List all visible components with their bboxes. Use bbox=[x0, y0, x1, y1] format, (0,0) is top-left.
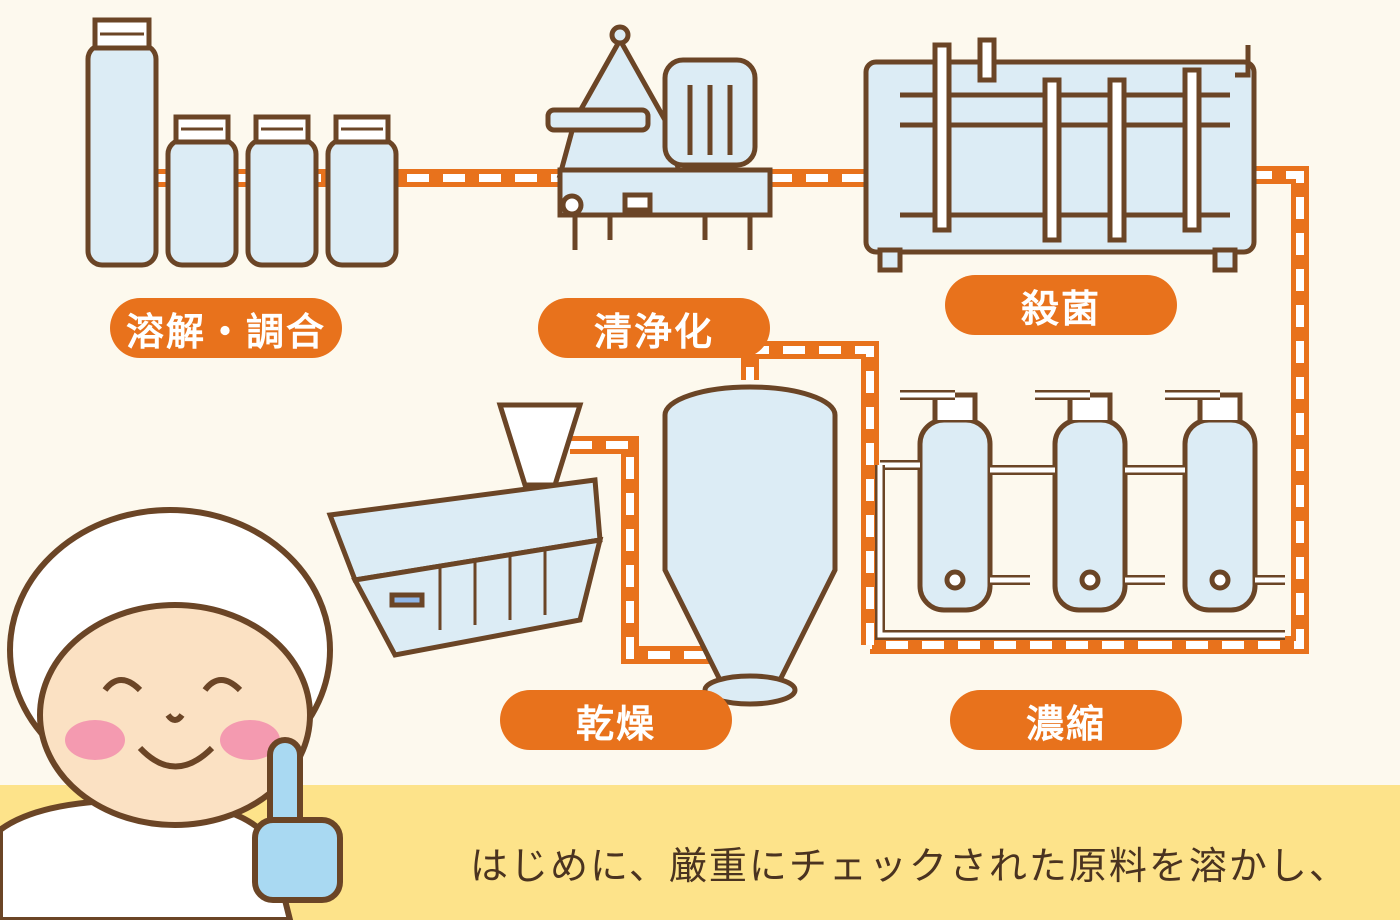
dissolve-tanks bbox=[85, 17, 399, 268]
pipe-concentrate-dry bbox=[741, 341, 879, 645]
pointing-finger-icon bbox=[252, 737, 343, 903]
pipe-dryer-loop bbox=[570, 436, 720, 664]
step-label-sterilize: 殺菌 bbox=[945, 275, 1177, 335]
belt-dryer-machine bbox=[326, 402, 604, 658]
step-label-dry: 乾燥 bbox=[500, 690, 732, 750]
step-label-clarify: 清浄化 bbox=[538, 298, 770, 358]
separator-machine bbox=[545, 24, 773, 250]
step-label-dissolve: 溶解・調合 bbox=[110, 298, 342, 358]
worker-character-icon bbox=[0, 507, 343, 920]
pipe-sterilize-concentrate bbox=[1160, 166, 1309, 654]
pasteurizer-machine bbox=[863, 37, 1257, 273]
spray-dryer-tower bbox=[662, 384, 838, 707]
caption-text: はじめに、厳重にチェックされた原料を溶かし、 bbox=[470, 844, 1349, 888]
evaporators bbox=[875, 390, 1285, 640]
step-label-concentrate: 濃縮 bbox=[950, 690, 1182, 750]
